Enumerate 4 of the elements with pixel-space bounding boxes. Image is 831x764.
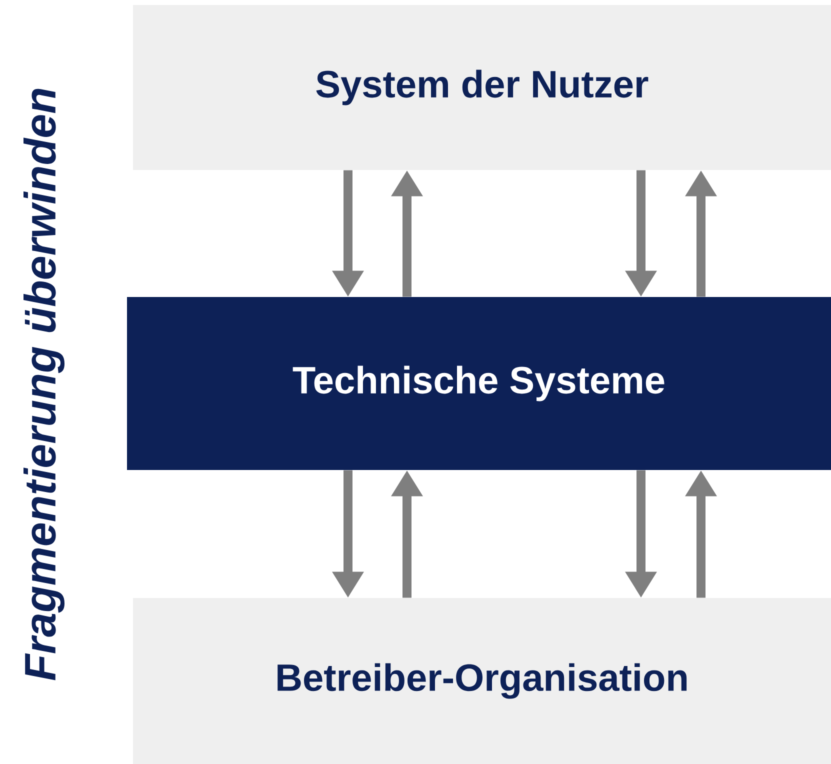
band-box: System der Nutzer — [133, 5, 831, 170]
vertical-heading: Fragmentierung überwinden — [24, 88, 64, 680]
process-box: Technische Systeme — [127, 297, 831, 470]
band-box: Betreiber-Organisation — [133, 598, 831, 764]
